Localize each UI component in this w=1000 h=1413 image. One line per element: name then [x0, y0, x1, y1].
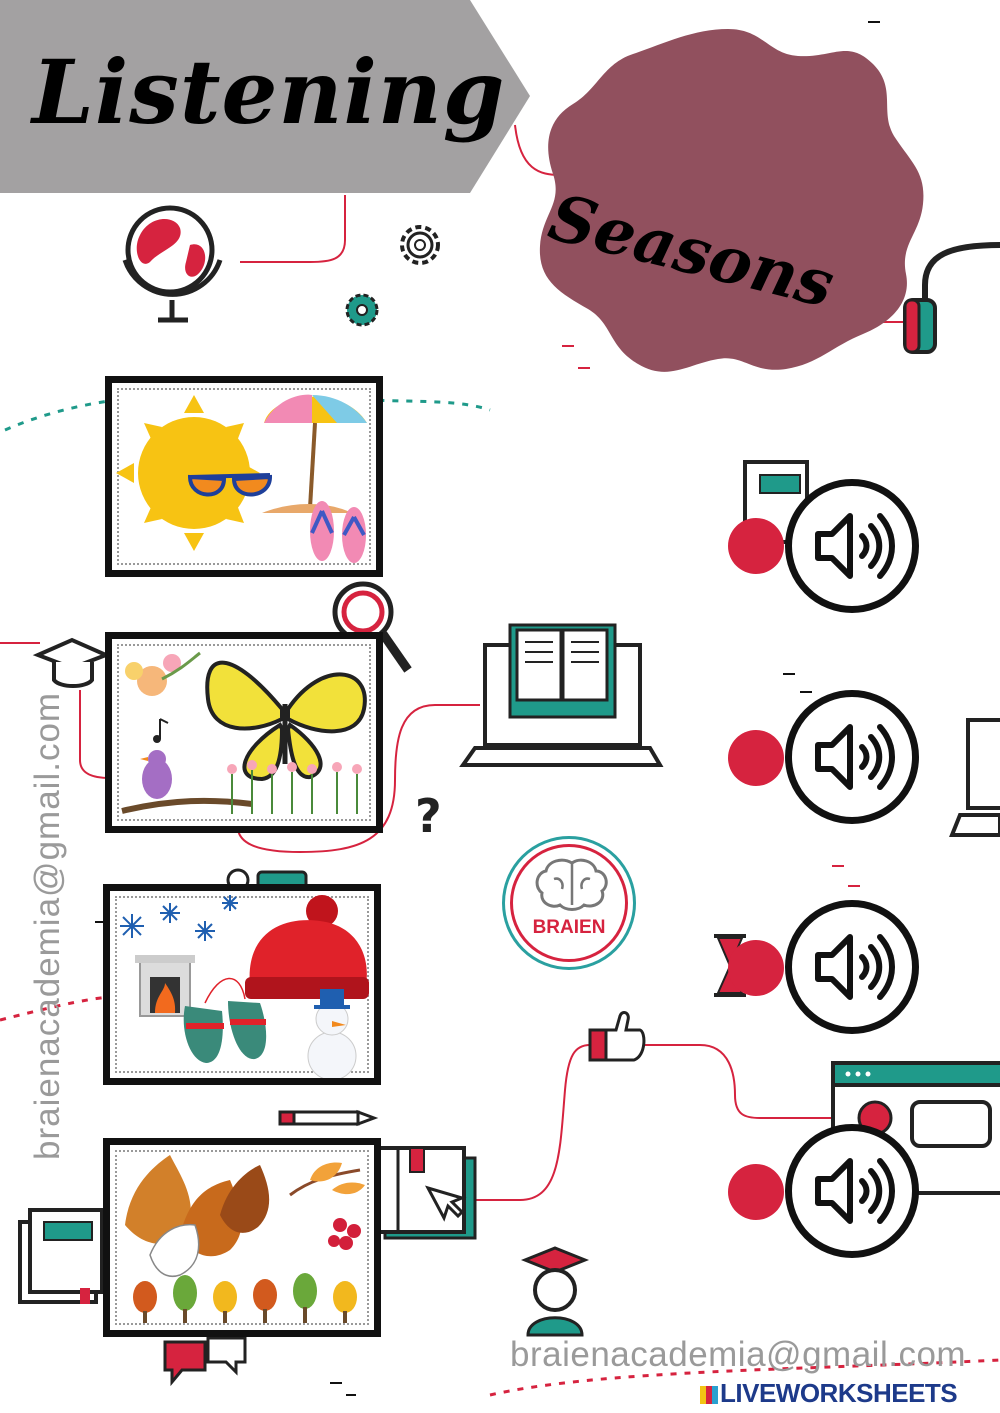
speaker-icon [815, 724, 895, 790]
books-icon [18, 1208, 104, 1304]
brand-badge: BRAIEN [502, 836, 636, 970]
laptop-book-icon [459, 623, 664, 767]
magnifier-icon [332, 581, 412, 673]
autumn-leaves-icon [125, 1155, 365, 1277]
sun-icon [116, 395, 260, 551]
sunglasses-icon [187, 473, 273, 497]
pencil-icon [278, 1109, 379, 1127]
gear-icon [400, 225, 440, 265]
gear-icon [345, 293, 379, 327]
liveworksheets-text: LIVEWORKSHEETS [720, 1378, 958, 1408]
question-mark-icon: ? [415, 789, 442, 843]
flowers-icon [125, 651, 201, 696]
brain-icon [535, 858, 608, 911]
liveworksheets-mark-icon [700, 1386, 718, 1404]
mittens-icon [183, 977, 267, 1063]
title-banner: Listening [0, 0, 530, 193]
winter-picture [103, 884, 381, 1085]
audio-button-4[interactable] [785, 1124, 919, 1258]
wool-hat-icon [245, 895, 369, 999]
berries-icon [328, 1218, 361, 1250]
graduation-cap-icon [32, 637, 112, 688]
liveworksheets-logo: LIVEWORKSHEETS [700, 1378, 958, 1409]
audio-button-1[interactable] [785, 479, 919, 613]
laptop-icon [949, 718, 1000, 837]
student-icon [520, 1246, 590, 1337]
chat-bubbles-icon [163, 1336, 247, 1387]
audio-button-3[interactable] [785, 900, 919, 1034]
summer-picture [105, 376, 383, 577]
thumbs-up-icon [588, 1011, 646, 1062]
headphones-icon [903, 242, 1000, 354]
speaker-icon [815, 1158, 895, 1224]
autumn-picture [103, 1138, 381, 1337]
beach-umbrella-icon [262, 394, 367, 513]
trees-icon [133, 1273, 357, 1323]
bird-icon [140, 750, 172, 799]
speaker-icon [815, 934, 895, 1000]
globe-icon [122, 205, 223, 323]
flip-flops-icon [310, 501, 366, 563]
page-title: Listening [32, 40, 506, 144]
subtitle-blob [539, 29, 924, 372]
notebook-cursor-icon [376, 1146, 477, 1240]
snowflake-icon [120, 895, 238, 941]
audio-button-2[interactable] [785, 690, 919, 824]
spring-picture [105, 632, 383, 833]
snowman-icon [307, 989, 357, 1078]
butterfly-icon [205, 660, 367, 782]
watermark-email: braienacademia@gmail.com [28, 691, 67, 1160]
speaker-icon [815, 513, 895, 579]
fireplace-icon [135, 955, 195, 1017]
brand-badge-label: BRAIEN [532, 917, 606, 938]
footer-email: braienacademia@gmail.com [510, 1335, 967, 1374]
music-note-icon [153, 718, 169, 743]
